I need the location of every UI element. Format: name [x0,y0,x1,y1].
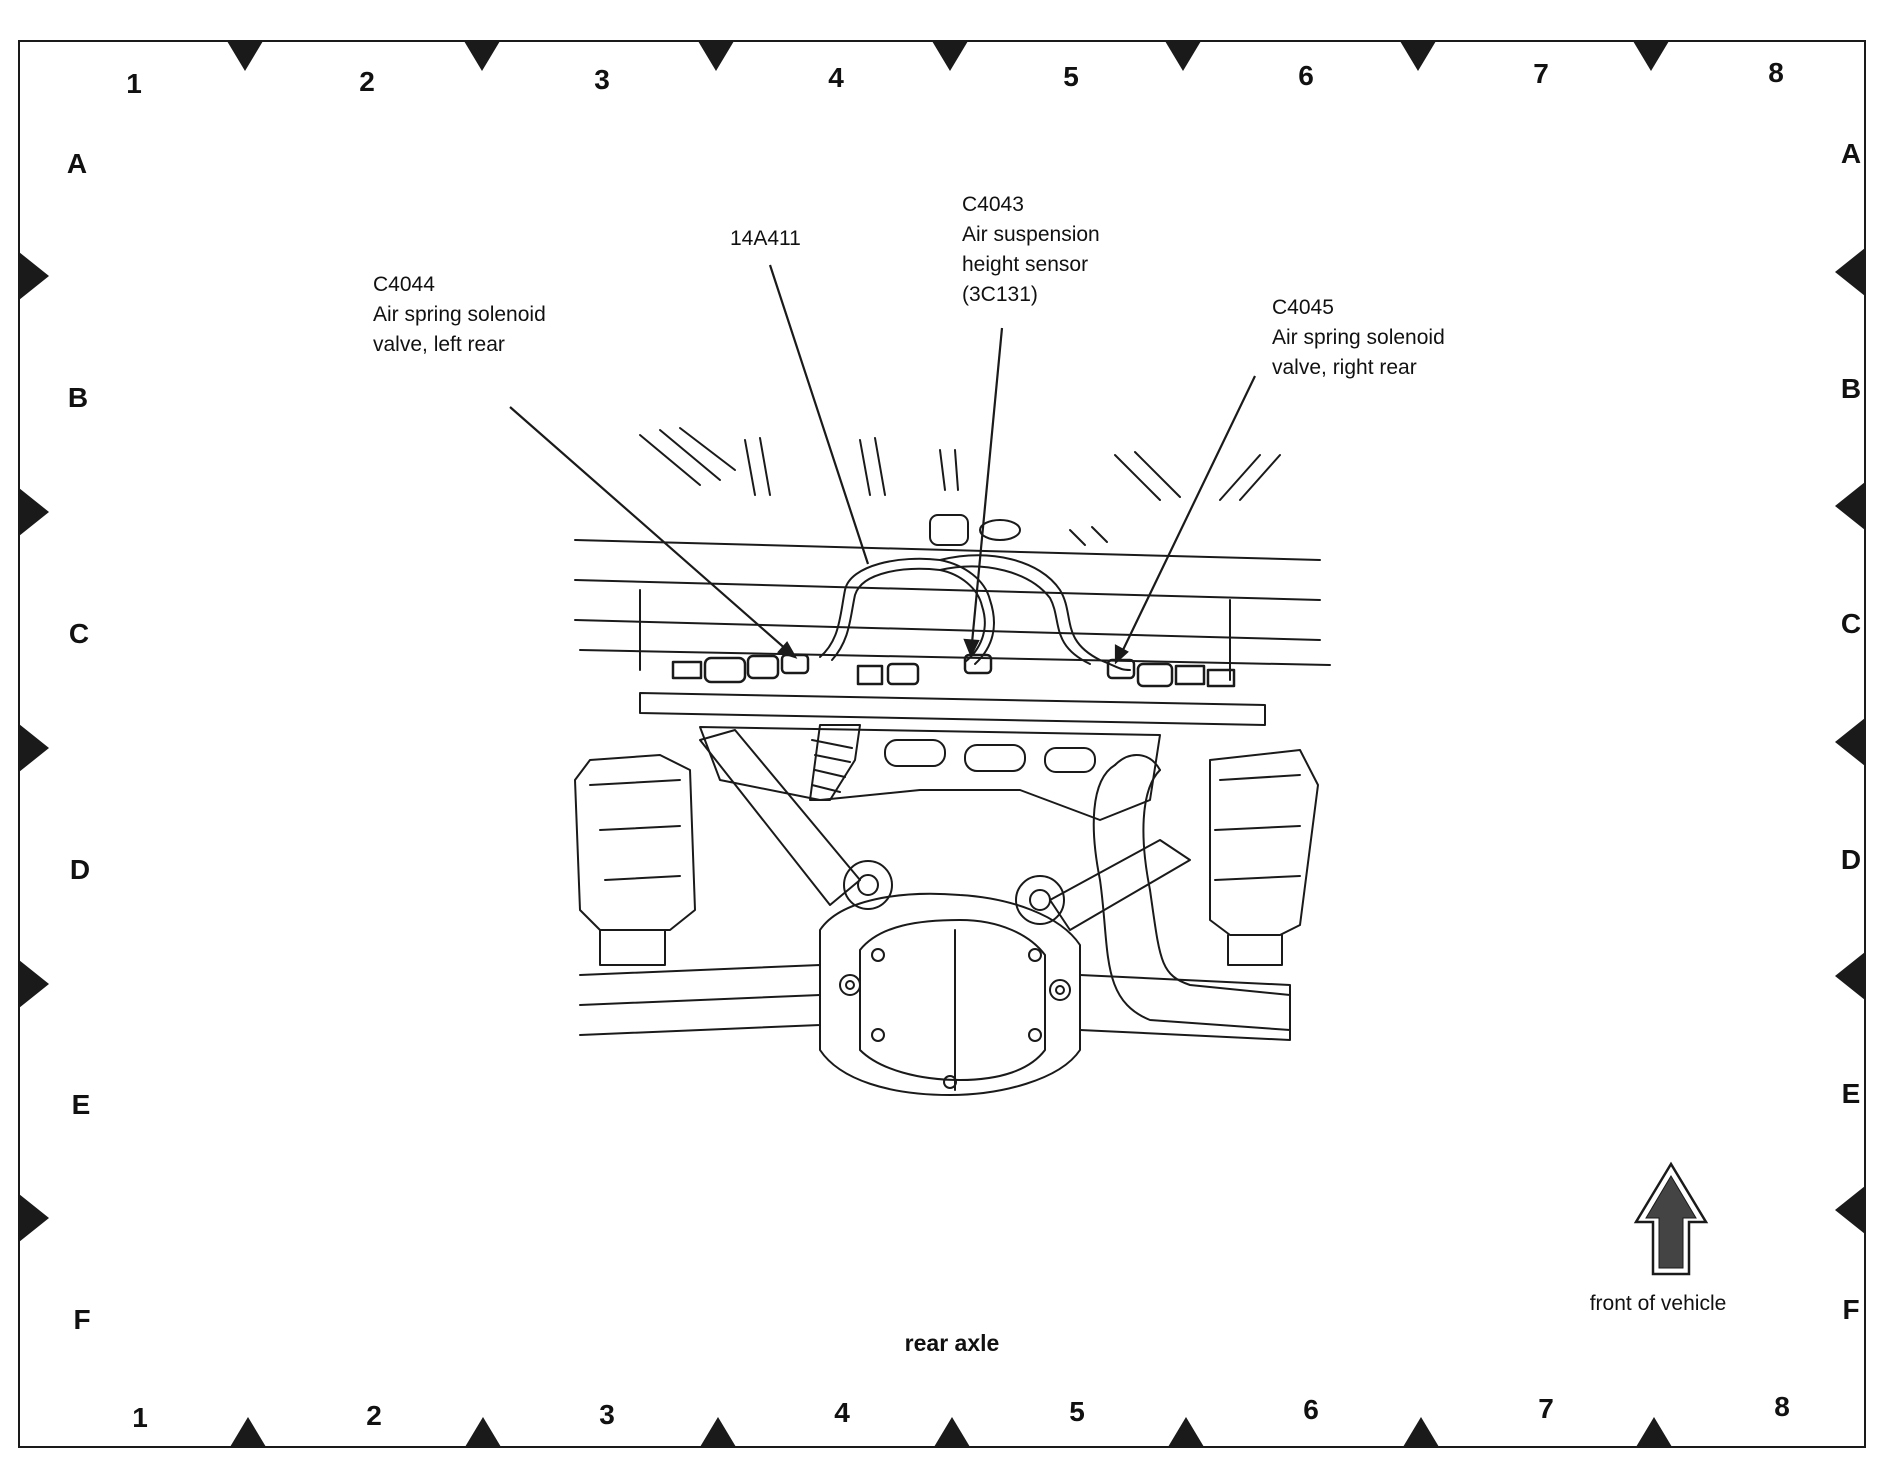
callout-c4045: C4045 Air spring solenoid valve, right r… [1272,293,1445,383]
underbody-drawing [574,427,1331,1096]
grid-row-left-d: D [69,854,91,885]
grid-row-right-b: B [1840,373,1862,404]
caption-front-of-vehicle: front of vehicle [1589,1292,1727,1315]
grid-col-bottom-8: 8 [1774,1391,1790,1422]
grid-row-right-c: C [1840,608,1862,639]
callout-c4045-line2: valve, right rear [1272,356,1417,379]
callout-c4043-line2: height sensor [962,253,1089,276]
grid-col-top-6: 6 [1298,60,1314,91]
callout-14a411: 14A411 [730,224,801,254]
grid-col-top-5: 5 [1063,61,1079,92]
grid-col-bottom-5: 5 [1069,1396,1085,1427]
grid-col-top-2: 2 [359,66,375,97]
caption-rear-axle: rear axle [904,1330,1000,1356]
callout-c4044: C4044 Air spring solenoid valve, left re… [373,270,546,360]
grid-row-right-a: A [1840,138,1862,169]
callout-c4043-code: C4043 [962,193,1024,216]
grid-row-right-d: D [1840,844,1862,875]
grid-col-bottom-1: 1 [132,1402,148,1433]
grid-col-bottom-7: 7 [1538,1393,1554,1424]
callout-c4044-code: C4044 [373,273,435,296]
callout-c4043-line3: (3C131) [962,283,1038,306]
grid-col-top-4: 4 [828,62,844,93]
grid-col-bottom-3: 3 [599,1399,615,1430]
bottom-grid-markers [230,1417,1672,1447]
callout-c4043-line1: Air suspension [962,223,1100,246]
callout-c4045-code: C4045 [1272,296,1334,319]
callout-c4043: C4043 Air suspension height sensor (3C13… [962,190,1100,310]
grid-row-left-b: B [67,382,89,413]
left-grid-markers [19,252,49,1242]
callout-c4044-line2: valve, left rear [373,333,505,356]
callout-14a411-code: 14A411 [730,227,801,250]
grid-col-bottom-6: 6 [1303,1394,1319,1425]
callout-c4045-line1: Air spring solenoid [1272,326,1445,349]
grid-col-top-3: 3 [594,64,610,95]
grid-col-bottom-2: 2 [366,1400,382,1431]
leader-lines [509,264,1256,665]
grid-row-right-e: E [1841,1078,1861,1109]
top-grid-markers [227,41,1669,71]
grid-col-top-8: 8 [1768,57,1784,88]
right-grid-markers [1835,248,1865,1234]
grid-row-left-e: E [71,1089,91,1120]
up-arrow-icon [1633,1161,1709,1276]
grid-row-left-a: A [66,148,88,179]
grid-row-left-f: F [73,1304,91,1335]
grid-col-bottom-4: 4 [834,1397,850,1428]
callout-c4044-line1: Air spring solenoid [373,303,546,326]
grid-row-right-f: F [1842,1294,1860,1325]
grid-col-top-7: 7 [1533,58,1549,89]
grid-row-left-c: C [68,618,90,649]
grid-col-top-1: 1 [126,68,142,99]
